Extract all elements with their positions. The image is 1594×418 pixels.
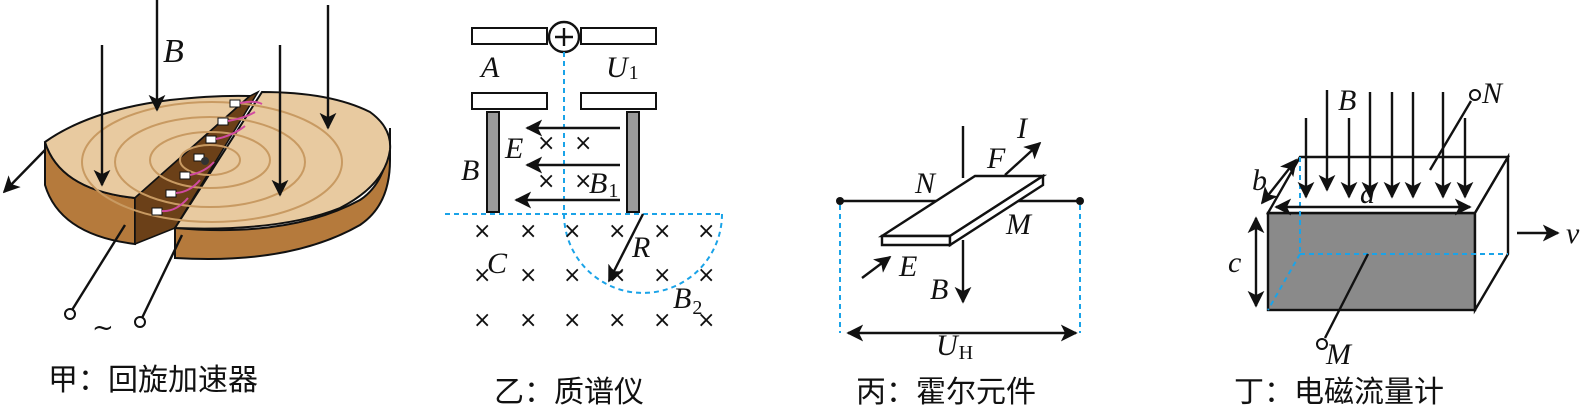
label-c: c	[1228, 246, 1241, 279]
cyclotron-exit-beam	[2, 149, 46, 194]
label-B: B	[1338, 84, 1356, 117]
svg-text:×: ×	[653, 219, 671, 244]
label-R: R	[631, 231, 650, 264]
flowmeter-caption: 丁：电磁流量计	[1234, 375, 1444, 410]
cyclotron-terminal-right	[134, 316, 146, 328]
svg-text:×: ×	[537, 131, 555, 156]
svg-text:×: ×	[519, 219, 537, 244]
label-U1: U1	[606, 51, 639, 84]
cyclotron-panel: ~ B 甲：回旋加速器	[2, 0, 392, 398]
svg-text:×: ×	[473, 308, 491, 333]
plate-A-left	[471, 27, 548, 45]
mass-spectrometer-panel: ×× ×× ×××××× ××××× × ×××××× A U1 B E B1 …	[445, 20, 723, 410]
svg-text:×: ×	[473, 219, 491, 244]
plate-A-right	[580, 27, 657, 45]
flowmeter-b-arrows	[1297, 90, 1474, 199]
cyclotron-gap	[134, 90, 261, 246]
label-B1: B1	[589, 167, 618, 202]
flowmeter-panel: B N b a c v M 丁：电磁流量计	[1228, 77, 1580, 410]
cyclotron-terminal-left	[64, 308, 76, 320]
svg-text:×: ×	[608, 219, 626, 244]
cyclotron-source	[201, 157, 209, 165]
mass-spectrometer-caption: 乙：质谱仪	[494, 375, 644, 410]
radius-arrow	[607, 213, 645, 283]
hall-slab-side	[948, 173, 1045, 248]
pipe-top-face	[1265, 155, 1511, 215]
cyclotron-caption: 甲：回旋加速器	[48, 363, 258, 398]
label-N: N	[914, 167, 937, 200]
svg-text:×: ×	[697, 219, 715, 244]
svg-text:×: ×	[653, 308, 671, 333]
cyclotron-spiral	[81, 101, 343, 223]
svg-text:×: ×	[653, 263, 671, 288]
selector-plate-left	[486, 111, 500, 213]
label-E: E	[898, 250, 917, 283]
hall-slab-front	[880, 234, 952, 247]
hall-e-arrow	[861, 255, 892, 279]
label-B: B	[930, 273, 948, 306]
label-I: I	[1016, 112, 1029, 145]
hall-current-arrow	[1004, 141, 1042, 176]
cyclotron-field-arrows	[93, 0, 337, 197]
svg-text:×: ×	[574, 169, 592, 194]
svg-text:×: ×	[519, 308, 537, 333]
label-b: b	[1252, 164, 1267, 197]
cyclotron-field-label: B	[163, 33, 184, 70]
label-B2: B2	[673, 282, 702, 319]
svg-text:×: ×	[697, 263, 715, 288]
label-N: N	[1481, 77, 1504, 110]
flowmeter-b-arrow	[1260, 158, 1298, 205]
semicircle-path	[563, 213, 723, 294]
label-F: F	[986, 142, 1006, 175]
label-a: a	[1360, 177, 1375, 210]
svg-text:×: ×	[563, 308, 581, 333]
label-C: C	[487, 247, 508, 280]
label-B-plate: B	[461, 154, 479, 187]
plate-slit-right	[580, 92, 657, 110]
selector-crosses: × × × ×	[537, 131, 592, 194]
svg-text:×: ×	[473, 263, 491, 288]
ac-symbol: ~	[92, 313, 114, 343]
plate-slit-left	[471, 92, 548, 110]
electrode-N-lead	[1428, 100, 1473, 171]
cyclotron-wires	[161, 100, 263, 213]
pipe-front-face	[1266, 211, 1477, 312]
svg-text:×: ×	[563, 219, 581, 244]
selector-e-arrows	[514, 119, 620, 209]
svg-text:×: ×	[519, 263, 537, 288]
label-v: v	[1566, 217, 1580, 250]
hall-element-panel: I F N M E B UH 丙：霍尔元件	[836, 112, 1084, 410]
label-M: M	[1325, 338, 1353, 371]
svg-text:×: ×	[563, 263, 581, 288]
cyclotron-electrodes	[151, 99, 241, 216]
selector-plate-right	[626, 111, 640, 213]
svg-text:×: ×	[697, 308, 715, 333]
svg-text:×: ×	[608, 308, 626, 333]
b2-field-crosses: ×××××× ××××× × ××××××	[473, 219, 715, 333]
cyclotron-ac-leads	[70, 224, 184, 319]
label-M: M	[1005, 208, 1033, 241]
label-UH: UH	[936, 329, 973, 364]
electrode-M-lead	[1323, 253, 1370, 339]
label-E: E	[504, 132, 523, 165]
svg-text:×: ×	[537, 169, 555, 194]
label-A: A	[479, 51, 500, 84]
hall-element-caption: 丙：霍尔元件	[856, 375, 1036, 410]
svg-text:×: ×	[574, 131, 592, 156]
